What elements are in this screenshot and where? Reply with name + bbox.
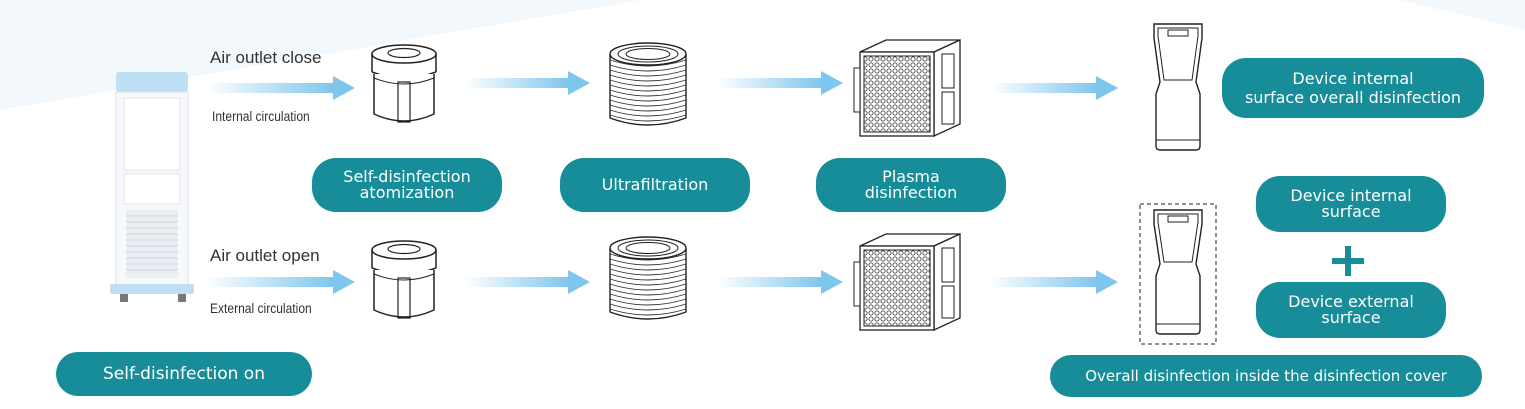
device-with-cover-icon [1139, 203, 1217, 345]
label-external-circulation: External circulation [210, 300, 312, 316]
plus-icon [1332, 246, 1364, 276]
pill-line: Self-disinfection on [103, 364, 265, 384]
arrow-icon [718, 270, 843, 294]
atomizer-filter-icon [371, 240, 437, 319]
label-air-outlet-close: Air outlet close [210, 48, 322, 67]
pill-line: Ultrafiltration [601, 175, 709, 194]
pill-line: Device internal [1290, 186, 1412, 205]
plasma-module-icon [853, 38, 961, 138]
pill-overall-cover: Overall disinfection inside the disinfec… [1050, 355, 1482, 397]
pill-line: Overall disinfection inside the disinfec… [1085, 367, 1447, 385]
pill-self-disinfection-on: Self-disinfection on [56, 352, 312, 396]
atomizer-filter-icon [371, 44, 437, 123]
label-air-outlet-open: Air outlet open [210, 246, 320, 265]
arrow-icon [205, 270, 355, 294]
pill-line: Plasma [882, 167, 940, 186]
air-purifier-icon [110, 72, 194, 302]
pill-line: disinfection [864, 183, 958, 202]
pill-line: atomization [359, 183, 455, 202]
plasma-module-icon [853, 232, 961, 332]
ultrafiltration-filter-icon [609, 236, 687, 320]
pill-line: surface [1321, 202, 1381, 221]
arrow-icon [465, 270, 590, 294]
pill-line: surface [1321, 308, 1381, 327]
pill-line: surface overall disinfection [1244, 87, 1462, 107]
pill-line: Self-disinfection [343, 167, 471, 186]
pill-line: Device external [1288, 292, 1414, 311]
arrow-icon [990, 270, 1118, 294]
arrow-icon [205, 76, 355, 100]
arrow-icon [465, 71, 590, 95]
device-housing-icon [1153, 23, 1203, 151]
arrow-icon [718, 71, 843, 95]
label-internal-circulation: Internal circulation [212, 108, 310, 124]
pill-ultrafiltration: Ultrafiltration [560, 158, 750, 212]
arrow-icon [990, 76, 1118, 100]
pill-line: Device internal [1292, 68, 1414, 88]
ultrafiltration-filter-icon [609, 42, 687, 126]
